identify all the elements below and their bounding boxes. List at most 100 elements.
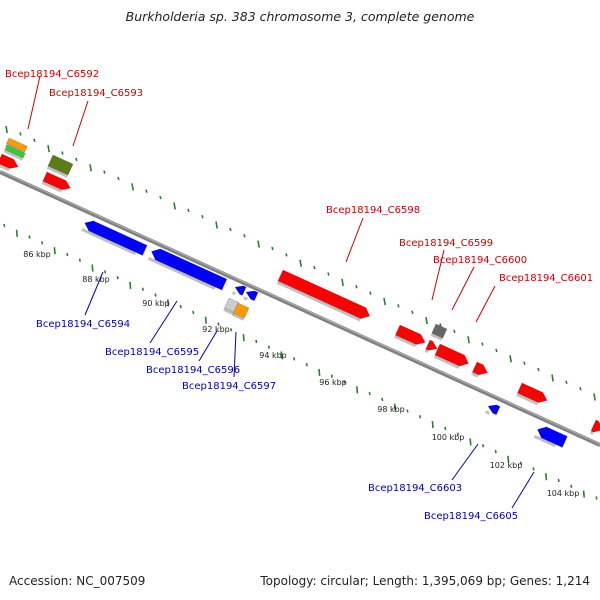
scale-label: 92 kbp [202, 325, 230, 334]
ring-tick [495, 348, 498, 353]
forward-gene [46, 154, 74, 178]
ring-tick [131, 183, 134, 191]
ring-tick [243, 234, 246, 238]
ring-tick [397, 304, 400, 308]
ring-tick [129, 281, 132, 290]
ring-tick [167, 299, 170, 307]
ring-tick [3, 223, 6, 228]
ring-tick [494, 449, 497, 454]
reverse-gene [533, 426, 568, 448]
genome-summary-text: Topology: circular; Length: 1,395,069 bp… [260, 574, 590, 588]
ring-tick [431, 420, 434, 429]
ring-tick [355, 285, 358, 289]
ring-tick [78, 258, 81, 262]
ring-tick [215, 221, 218, 229]
ring-tick [75, 157, 78, 162]
ring-tick [242, 334, 245, 342]
scale-label: 86 kbp [23, 250, 51, 259]
ring-tick [419, 415, 422, 419]
ring-tick [595, 496, 598, 500]
ring-tick [551, 374, 554, 382]
ring-tick [217, 322, 220, 326]
ring-tick [582, 490, 585, 498]
ring-tick [159, 195, 162, 200]
ring-tick [47, 144, 50, 153]
ring-tick [173, 202, 176, 210]
gene-label-reverse: Bcep18194_C6596 [146, 365, 240, 376]
ring-tick [145, 189, 148, 193]
ring-tick [425, 316, 428, 325]
forward-gene [430, 323, 448, 341]
ring-tick [89, 164, 92, 172]
leader-line [475, 285, 496, 323]
ring-tick [523, 361, 526, 365]
leader-line [451, 266, 475, 311]
gene-label-reverse: Bcep18194_C6603 [368, 483, 462, 494]
ring-tick [305, 362, 308, 367]
reverse-gene [232, 285, 247, 296]
forward-gene [41, 171, 71, 193]
reverse-ring-dots [3, 223, 598, 500]
ring-tick [271, 246, 274, 251]
scale-label: 88 kbp [82, 275, 110, 284]
ring-tick [293, 357, 296, 361]
ring-tick [299, 259, 302, 267]
genome-backbone [0, 170, 600, 447]
forward-gene [516, 382, 548, 406]
ring-tick [341, 278, 344, 287]
leader-line [431, 249, 445, 301]
gene-label-reverse: Bcep18194_C6594 [36, 319, 130, 330]
ring-tick [15, 229, 18, 237]
ring-tick [456, 432, 459, 436]
ring-tick [570, 484, 573, 488]
ring-tick [53, 247, 56, 255]
reverse-gene [485, 404, 501, 416]
scale-label: 94 kbp [259, 351, 287, 360]
ring-tick [406, 409, 409, 413]
reverse-gene [232, 302, 250, 321]
ring-tick [557, 478, 560, 483]
ring-tick [257, 240, 260, 248]
leader-line [84, 271, 104, 316]
leader-line [72, 100, 89, 147]
ring-tick [381, 397, 384, 402]
gene-labels: Bcep18194_C6592Bcep18194_C6593Bcep18194_… [5, 69, 593, 522]
scale-label: 98 kbp [377, 405, 405, 414]
forward-gene [3, 144, 26, 161]
ring-tick [280, 351, 283, 359]
ring-tick [482, 444, 485, 448]
ring-tick [179, 304, 182, 309]
genes [0, 137, 600, 448]
ring-tick [439, 323, 442, 327]
ring-tick [66, 252, 69, 257]
ring-tick [519, 461, 522, 465]
gene-label-leaders [27, 75, 535, 509]
ring-tick [330, 374, 333, 378]
forward-gene [424, 339, 438, 354]
ring-tick [393, 403, 396, 411]
gene-label-forward: Bcep18194_C6598 [326, 205, 420, 216]
ring-tick [201, 214, 204, 219]
forward-gene [0, 153, 19, 172]
leader-line [233, 331, 237, 378]
ring-tick [481, 342, 484, 346]
ring-tick [369, 291, 372, 295]
leader-line [27, 75, 41, 130]
ring-tick [532, 467, 535, 471]
forward-gene [276, 269, 371, 322]
ring-tick [41, 241, 44, 245]
ring-tick [444, 426, 447, 431]
leader-line [149, 300, 178, 344]
scale-label: 102 kbp [490, 461, 523, 470]
genome-backbone-highlight [0, 170, 600, 445]
gene-label-forward: Bcep18194_C6592 [5, 69, 99, 80]
gene-label-forward: Bcep18194_C6593 [49, 88, 143, 99]
ring-tick [141, 287, 144, 291]
reverse-gene [147, 248, 228, 291]
map-title: Burkholderia sp. 383 chromosome 3, compl… [125, 9, 475, 24]
ring-tick [318, 368, 321, 376]
accession-text: Accession: NC_007509 [9, 574, 146, 588]
leader-line [198, 330, 218, 362]
